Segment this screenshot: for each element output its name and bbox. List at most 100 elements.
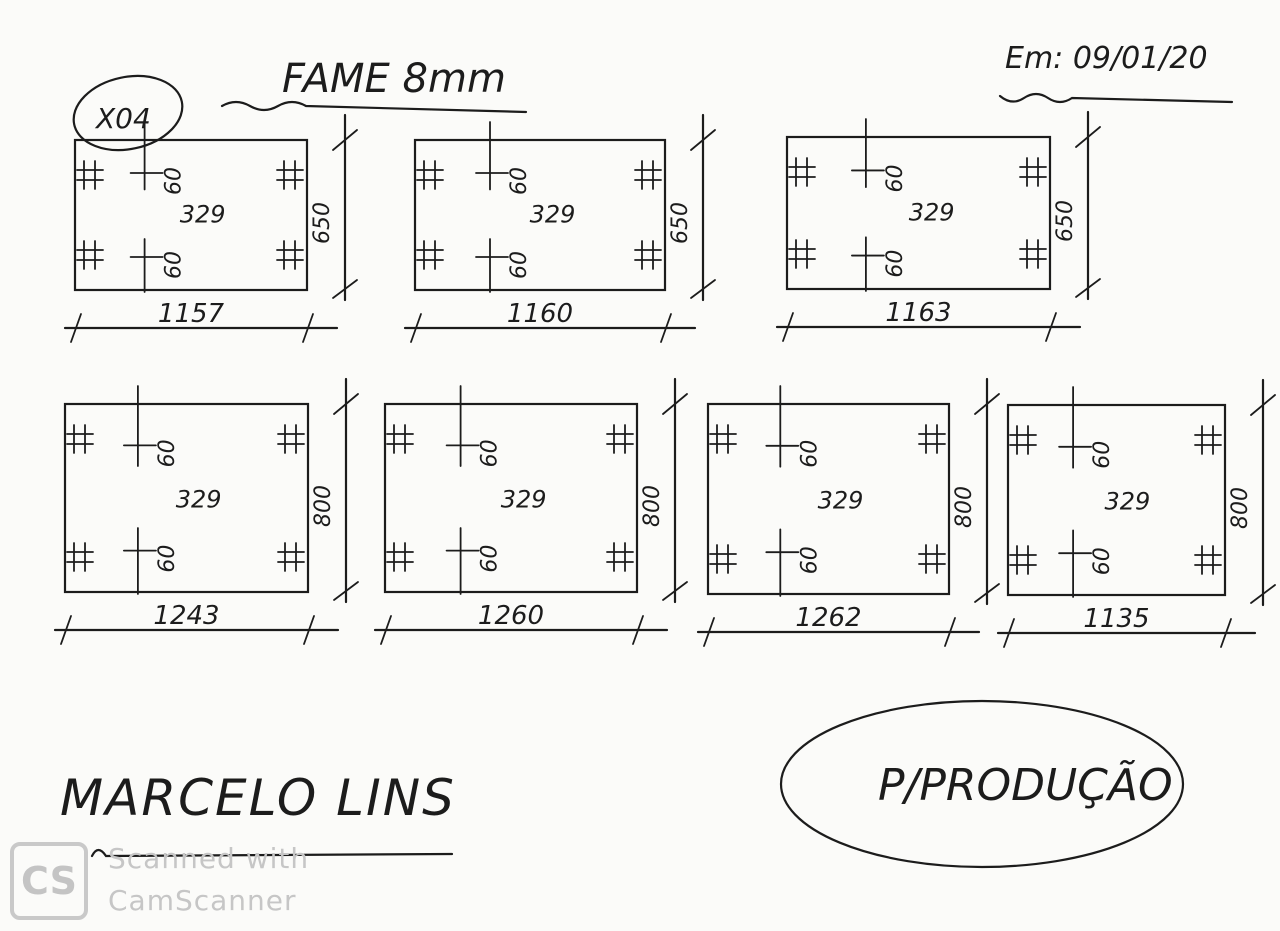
height-dimension-label: 800 [311, 485, 336, 527]
bottom-offset-label: 60 [797, 546, 822, 574]
height-dimension-tick [690, 129, 716, 151]
width-dimension-label: 1260 [478, 601, 544, 631]
stamp-label: P/PRODUÇÃO [878, 759, 1173, 811]
hinge-mark [788, 157, 816, 187]
width-dimension-label: 1262 [795, 603, 861, 633]
height-dimension-tick [974, 393, 1000, 415]
panel-outline [1006, 403, 1227, 597]
height-dimension-label: 650 [1053, 200, 1078, 242]
hinge-mark [416, 240, 444, 270]
hinge-mark [277, 424, 305, 454]
height-dimension-tick [974, 583, 1000, 603]
width-dimension-tick [1003, 618, 1015, 648]
width-dimension-label: 1135 [1083, 604, 1149, 634]
width-dimension-tick [1045, 312, 1057, 342]
width-dimension-tick [782, 312, 794, 342]
signature: MARCELO LINS [60, 769, 456, 827]
width-dimension-tick [380, 615, 392, 645]
panel-outline [706, 402, 951, 596]
hinge-mark [1194, 545, 1222, 575]
hinge-mark [788, 239, 816, 269]
height-dimension-tick [332, 129, 358, 151]
top-offset-label: 60 [1090, 441, 1115, 469]
hinge-mark [66, 424, 94, 454]
stamp-oval [779, 699, 1185, 869]
bottom-offset-label: 60 [478, 545, 503, 573]
height-dimension-tick [662, 581, 688, 601]
height-dimension-label: 800 [640, 485, 665, 527]
hinge-mark [1019, 157, 1047, 187]
height-dimension-tick [333, 393, 359, 415]
hinge-mark [1019, 239, 1047, 269]
top-offset-label: 60 [507, 167, 532, 195]
height-dimension-label: 650 [668, 202, 693, 244]
width-dimension-label: 1160 [507, 299, 573, 329]
height-dimension-tick [1250, 394, 1276, 416]
hinge-mark [709, 424, 737, 454]
width-dimension-tick [303, 615, 315, 645]
hinge-mark [918, 424, 946, 454]
quantity-circle [72, 74, 184, 152]
width-dimension-tick [660, 313, 672, 343]
camscanner-logo-text: CS [21, 859, 77, 903]
width-dimension-label: 1243 [153, 601, 219, 631]
bottom-offset-label: 60 [155, 545, 180, 573]
top-offset-label: 60 [478, 439, 503, 467]
bottom-offset-label: 60 [507, 251, 532, 279]
width-dimension-tick [1220, 618, 1232, 648]
height-dimension-tick [1075, 126, 1101, 148]
top-offset-label: 60 [797, 440, 822, 468]
center-dimension-label: 329 [818, 487, 864, 515]
bottom-offset-label: 60 [883, 250, 908, 278]
hinge-mark [386, 424, 414, 454]
watermark-line2: CamScanner [108, 884, 297, 917]
hinge-mark [634, 160, 662, 190]
width-dimension-tick [632, 615, 644, 645]
width-dimension-label: 1163 [885, 298, 951, 328]
height-dimension-tick [332, 279, 358, 299]
width-dimension-tick [302, 313, 314, 343]
panel-outline [73, 138, 309, 292]
watermark-line1: Scanned with [108, 842, 310, 875]
quantity-label: X04 [94, 102, 151, 135]
signature-underline [90, 848, 454, 858]
hinge-mark [1009, 425, 1037, 455]
bottom-offset-label: 60 [162, 251, 187, 279]
panel-outline [63, 402, 310, 594]
date-underline [998, 92, 1234, 104]
center-dimension-label: 329 [501, 485, 547, 513]
center-dimension-label: 329 [1104, 488, 1150, 516]
hinge-mark [606, 424, 634, 454]
width-dimension-tick [944, 617, 956, 647]
hinge-mark [76, 240, 104, 270]
hinge-mark [386, 542, 414, 572]
width-dimension-tick [70, 313, 82, 343]
height-dimension-label: 650 [310, 202, 335, 244]
center-dimension-label: 329 [180, 201, 226, 229]
panel-outline [413, 138, 667, 292]
bottom-offset-label: 60 [1090, 547, 1115, 575]
height-dimension-tick [333, 581, 359, 601]
height-dimension-tick [1075, 278, 1101, 298]
material-label: FAME 8mm [282, 56, 506, 102]
panel-outline [785, 135, 1052, 291]
camscanner-logo: CS [10, 842, 88, 920]
hinge-mark [606, 542, 634, 572]
width-dimension-tick [60, 615, 72, 645]
hinge-mark [276, 240, 304, 270]
hinge-mark [634, 240, 662, 270]
top-offset-label: 60 [162, 167, 187, 195]
hinge-mark [277, 542, 305, 572]
hinge-mark [416, 160, 444, 190]
hinge-mark [1009, 545, 1037, 575]
height-dimension-tick [690, 279, 716, 299]
panel-outline [383, 402, 639, 594]
center-dimension-label: 329 [176, 485, 222, 513]
